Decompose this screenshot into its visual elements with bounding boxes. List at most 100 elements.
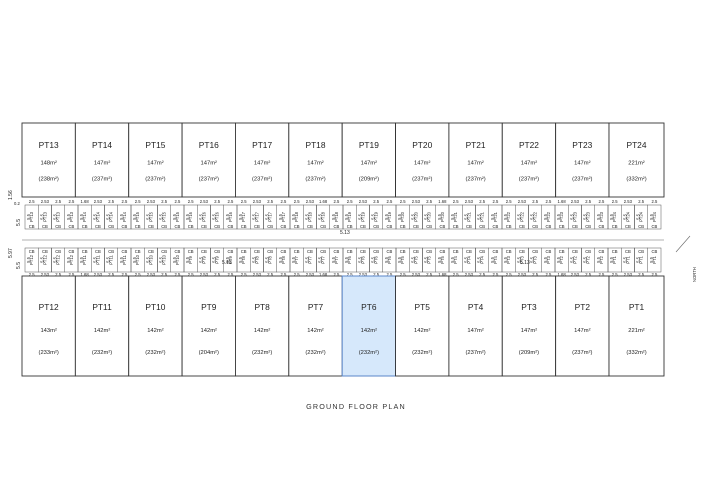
bay-unit-label: PT23 (572, 211, 577, 222)
bay-depth-dim: 5.5 (159, 213, 164, 219)
bay-width-dim: 2.5 (651, 199, 657, 204)
unit-outline (235, 122, 290, 198)
bay-width-dim: 2.53 (571, 199, 580, 204)
bay-width-dim: 2.5 (121, 272, 127, 277)
bay-depth-dim: 5.5 (424, 256, 429, 262)
top-unit-row: PT13148m²(238m²)PT14147m²(237m²)PT15147m… (21, 122, 665, 198)
bay-unit-label: PT6 (347, 255, 352, 263)
bay-unit-label: PT12 (29, 254, 34, 265)
bay-width-dim: 1.68 (319, 199, 328, 204)
bay-unit-label: PT9 (215, 255, 220, 263)
bay-width-dim: 2.5 (161, 199, 167, 204)
bay-unit-label: PT6 (360, 255, 365, 263)
bay-unit-label: PT5 (427, 255, 432, 263)
bay-depth-dim: 5.5 (265, 256, 270, 262)
bay-code: CB (479, 224, 485, 229)
bay-depth-dim: 5.5 (569, 256, 574, 262)
bay-unit-label: PT16 (215, 211, 220, 222)
bay-width-dim: 1.68 (81, 272, 90, 277)
bay-depth-dim: 5.5 (331, 256, 336, 262)
bay-width-dim: 2.5 (638, 199, 644, 204)
unit-gross-area: (237m²) (572, 350, 592, 356)
unit-name: PT5 (415, 302, 431, 312)
bay-code: CB (188, 249, 194, 254)
unit-outline (608, 122, 665, 198)
bay-unit-label: PT19 (387, 211, 392, 222)
bay-width-dim: 2.5 (227, 272, 233, 277)
bay-width-dim: 2.5 (333, 272, 339, 277)
bay-code: CB (572, 224, 578, 229)
bay-depth-dim: 5.5 (172, 256, 177, 262)
bay-width-dim: 2.5 (55, 272, 61, 277)
bay-unit-label: PT4 (453, 255, 458, 263)
bay-code: CB (68, 224, 74, 229)
bay-width-dim: 2.5 (214, 199, 220, 204)
unit-name: PT22 (519, 140, 539, 150)
bay-unit-label: PT13 (56, 211, 61, 222)
bay-code: CB (545, 224, 551, 229)
unit-area: 142m² (147, 328, 164, 334)
unit-name: PT2 (575, 302, 591, 312)
bay-code: CB (294, 224, 300, 229)
bay-code: CB (320, 224, 326, 229)
bay-depth-dim: 5.5 (622, 256, 627, 262)
bay-code: CB (612, 249, 618, 254)
bay-depth-dim: 5.5 (543, 256, 548, 262)
bay-code: CB (29, 224, 35, 229)
bay-width-dim: 2.5 (174, 199, 180, 204)
bay-width-dim: 2.5 (347, 272, 353, 277)
bay-width-dim: 2.5 (426, 199, 432, 204)
bay-width-dim: 2.5 (108, 199, 114, 204)
unit-outline (448, 275, 503, 377)
unit-gross-area: (232m²) (359, 350, 379, 356)
unit-gross-area: (237m²) (145, 177, 165, 183)
bay-unit-label: PT18 (307, 211, 312, 222)
bay-code: CB (227, 224, 233, 229)
bay-unit-label: PT21 (480, 211, 485, 222)
bay-unit-label: PT2 (559, 255, 564, 263)
bay-unit-label: PT20 (413, 211, 418, 222)
north-arrow (675, 235, 691, 253)
bay-width-dim: 2.53 (359, 272, 368, 277)
bay-code: CB (201, 249, 207, 254)
bay-depth-dim: 5.5 (212, 256, 217, 262)
bay-width-dim: 2.5 (492, 199, 498, 204)
unit-name: PT15 (145, 140, 165, 150)
bay-unit-label: PT17 (254, 211, 259, 222)
bottom-unit-row: PT12143m²(233m²)PT11142m²(232m²)PT10142m… (21, 275, 665, 377)
unit-name: PT16 (199, 140, 219, 150)
bay-depth-dim: 5.5 (543, 213, 548, 219)
bay-depth-dim: 5.5 (556, 256, 561, 262)
bay-code: CB (598, 249, 604, 254)
bay-unit-label: PT11 (82, 254, 87, 264)
bay-depth-dim: 5.5 (79, 213, 84, 219)
bay-code: CB (347, 224, 353, 229)
bay-depth-dim: 5.5 (437, 213, 442, 219)
bay-depth-dim: 5.5 (516, 256, 521, 262)
unit-area: 142m² (307, 328, 324, 334)
